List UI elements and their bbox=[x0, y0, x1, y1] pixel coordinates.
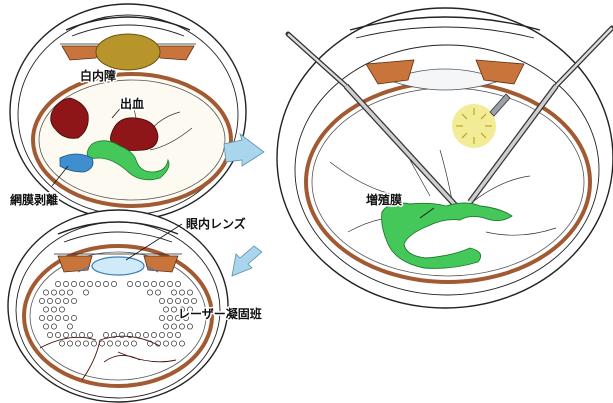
arrow-to-postop bbox=[232, 246, 262, 276]
eye3-iris-right bbox=[144, 256, 178, 272]
eye3-iris-left bbox=[58, 256, 92, 272]
label-retinal-detachment: 網膜剥離 bbox=[10, 192, 58, 207]
eye-postoperative bbox=[8, 210, 228, 402]
eye3-intraocular-lens bbox=[92, 257, 144, 275]
label-cataract: 白内障 bbox=[80, 68, 116, 83]
label-laser-spots: レーザー凝固班 bbox=[178, 306, 262, 321]
eye-pathology bbox=[10, 4, 246, 220]
label-proliferative-membrane: 増殖膜 bbox=[366, 192, 402, 207]
label-intraocular-lens: 眼内レンズ bbox=[186, 216, 246, 231]
eye1-cataract-lens bbox=[96, 34, 160, 70]
eye-vitrectomy bbox=[277, 8, 613, 308]
label-hemorrhage: 出血 bbox=[120, 96, 144, 111]
